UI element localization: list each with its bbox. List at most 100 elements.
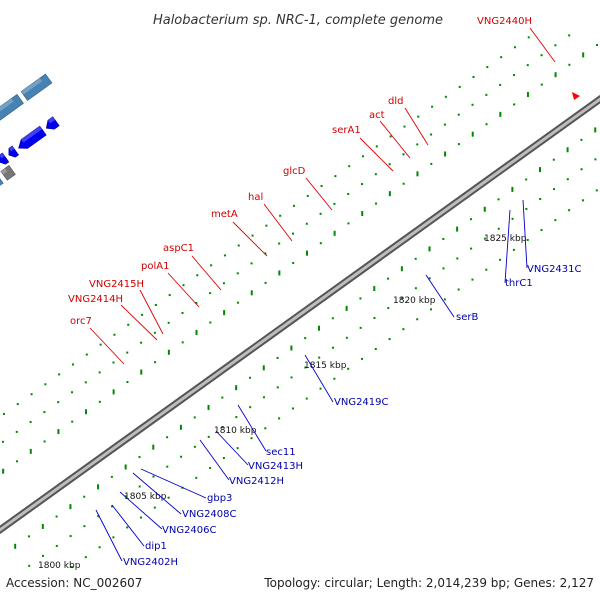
track-dot: [127, 323, 130, 326]
gene-label-VNG2414H[interactable]: VNG2414H: [68, 294, 123, 305]
track-dot: [526, 238, 529, 241]
track-dot: [71, 391, 74, 394]
leader-line: [120, 304, 158, 341]
track-dot: [85, 353, 88, 356]
track-dot: [375, 202, 378, 205]
track-dot: [276, 356, 279, 359]
gene-label-thrC1[interactable]: thrC1: [505, 278, 533, 289]
track-dot: [278, 417, 281, 420]
gene-label-VNG2402H[interactable]: VNG2402H: [123, 557, 178, 568]
track-dot: [443, 123, 446, 126]
track-dot: [152, 475, 155, 478]
track-dot: [360, 357, 363, 360]
track-dot: [417, 115, 420, 118]
leader-line: [111, 504, 145, 547]
track-dot: [402, 182, 405, 185]
track-dot: [499, 83, 502, 86]
gene-label-hal[interactable]: hal: [248, 192, 263, 203]
gene-label-VNG2413H[interactable]: VNG2413H: [248, 461, 303, 472]
leader-line: [304, 354, 334, 403]
gene-label-serA1[interactable]: serA1: [332, 125, 361, 136]
gene-label-VNG2415H[interactable]: VNG2415H: [89, 279, 144, 290]
track-dot: [511, 186, 514, 192]
leader-line: [379, 120, 411, 159]
gene-label-gbp3[interactable]: gbp3: [207, 493, 232, 504]
leader-line: [140, 468, 207, 499]
track-dot: [402, 153, 405, 156]
gene-steelblue-edge[interactable]: [20, 73, 53, 101]
track-dot: [483, 206, 486, 212]
track-dot: [373, 316, 376, 319]
gene-label-serB[interactable]: serB: [456, 312, 478, 323]
track-dot: [552, 158, 555, 161]
leader-line: [232, 221, 268, 257]
track-dot: [112, 536, 115, 539]
gene-label-act[interactable]: act: [369, 110, 385, 121]
gene-label-dld[interactable]: dld: [388, 96, 403, 107]
gene-rev-8[interactable]: [15, 125, 47, 152]
accession-text: Accession: NC_002607: [6, 576, 142, 590]
gene-label-sec11[interactable]: sec11: [266, 447, 296, 458]
gene-label-VNG2440H[interactable]: VNG2440H: [477, 16, 532, 27]
track-dot: [41, 523, 44, 529]
track-dot: [306, 194, 309, 197]
track-dot: [207, 435, 210, 438]
track-dot: [153, 331, 156, 334]
track-dot: [596, 43, 599, 46]
gene-label-VNG2406C[interactable]: VNG2406C: [162, 525, 217, 536]
track-dot: [278, 242, 281, 245]
gene-label-VNG2412H[interactable]: VNG2412H: [229, 476, 284, 487]
gene-label-metA[interactable]: metA: [211, 209, 238, 220]
track-dot: [2, 413, 5, 416]
track-dot: [552, 188, 555, 191]
gene-rev-9[interactable]: [43, 116, 60, 133]
track-dot: [262, 365, 265, 371]
track-dot: [375, 145, 378, 148]
gene-label-polA1[interactable]: polA1: [141, 261, 169, 272]
track-dot: [30, 393, 33, 396]
track-dot: [55, 515, 58, 518]
track-dot: [499, 258, 502, 261]
track-dot: [526, 92, 529, 98]
gene-label-VNG2408C[interactable]: VNG2408C: [182, 509, 237, 520]
gene-label-orc7[interactable]: orc7: [70, 316, 92, 327]
gene-VNG2431C[interactable]: [0, 173, 4, 203]
marker-VNG2440H[interactable]: [572, 92, 580, 100]
track-dot: [83, 525, 86, 528]
track-dot: [181, 311, 184, 314]
track-dot: [290, 345, 293, 351]
track-dot: [443, 298, 446, 301]
track-dot: [331, 317, 334, 320]
track-dot: [539, 198, 542, 201]
track-dot: [27, 535, 30, 538]
track-dot: [235, 416, 238, 419]
track-dot: [319, 387, 322, 390]
track-dot: [264, 427, 267, 430]
track-dot: [140, 516, 143, 519]
track-dot: [580, 168, 583, 171]
gene-rev-7[interactable]: [6, 145, 19, 160]
track-dot: [485, 123, 488, 126]
gene-rev-6[interactable]: [0, 152, 10, 167]
leader-line: [305, 177, 333, 211]
track-dot: [458, 85, 461, 88]
track-dot: [444, 95, 447, 98]
leader-line: [425, 274, 455, 318]
track-dot: [483, 237, 486, 240]
gene-label-VNG2431C[interactable]: VNG2431C: [527, 264, 582, 275]
gene-label-glcD[interactable]: glcD: [283, 166, 306, 177]
scale-label: 1800 kbp: [38, 561, 81, 571]
gene-label-aspC1[interactable]: aspC1: [163, 243, 194, 254]
gene-steelblue-edge-highlight: [21, 78, 43, 95]
track-dot: [98, 546, 101, 549]
gene-steelblue-far[interactable]: [0, 94, 24, 133]
track-dot: [362, 155, 365, 158]
gene-label-VNG2419C[interactable]: VNG2419C: [334, 397, 389, 408]
gene-label-dip1[interactable]: dip1: [145, 541, 167, 552]
track-dot: [250, 437, 253, 440]
track-dot: [486, 66, 489, 69]
track-dot: [29, 448, 32, 454]
gene-rev-gray[interactable]: [0, 165, 16, 181]
track-dot: [195, 329, 198, 335]
scale-label: 1805 kbp: [124, 492, 167, 502]
